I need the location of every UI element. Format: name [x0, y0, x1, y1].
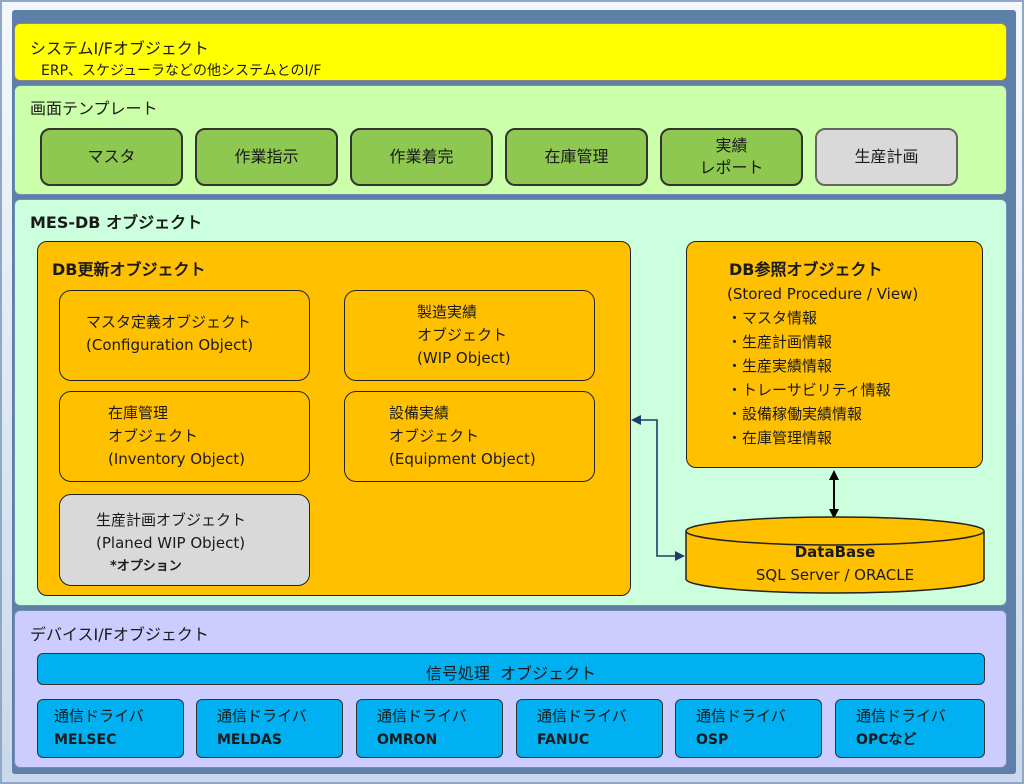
signal-processing-label: 信号処理 オブジェクト — [425, 664, 597, 683]
db-reference-subtitle: (Stored Procedure / View) — [727, 285, 919, 303]
template-button-production-plan[interactable]: 生産計画 — [815, 128, 958, 186]
driver-omron[interactable]: 通信ドライバ OMRON — [356, 699, 503, 758]
db-reference-item: ・在庫管理情報 — [727, 429, 833, 447]
driver-melsec[interactable]: 通信ドライバ MELSEC — [37, 699, 184, 758]
driver-meldas[interactable]: 通信ドライバ MELDAS — [196, 699, 343, 758]
db-reference-item: ・トレーサビリティ情報 — [727, 381, 891, 399]
template-button-work-complete[interactable]: 作業着完 — [350, 128, 493, 186]
database-cylinder — [685, 516, 985, 594]
driver-fanuc[interactable]: 通信ドライバ FANUC — [516, 699, 663, 758]
db-reference-content: DB参照オブジェクト (Stored Procedure / View) ・マス… — [727, 258, 918, 450]
db-reference-group: DB参照オブジェクト (Stored Procedure / View) ・マス… — [686, 241, 983, 468]
wip-object[interactable]: 製造実績 オブジェクト (WIP Object) — [344, 290, 595, 381]
system-if-title: システムI/Fオブジェクト — [30, 39, 209, 58]
mes-db-title: MES-DB オブジェクト — [30, 213, 203, 232]
template-button-report[interactable]: 実績 レポート — [660, 128, 803, 186]
db-reference-title: DB参照オブジェクト — [729, 260, 883, 279]
device-if-title: デバイスI/Fオブジェクト — [30, 625, 209, 644]
master-object[interactable]: マスタ定義オブジェクト (Configuration Object) — [59, 290, 310, 381]
db-update-title: DB更新オブジェクト — [52, 260, 206, 279]
db-reference-item: ・生産計画情報 — [727, 333, 833, 351]
db-reference-item: ・生産実績情報 — [727, 357, 833, 375]
option-note: *オプション — [110, 559, 182, 574]
inventory-object[interactable]: 在庫管理 オブジェクト (Inventory Object) — [59, 391, 310, 482]
driver-osp[interactable]: 通信ドライバ OSP — [675, 699, 822, 758]
template-button-inventory[interactable]: 在庫管理 — [505, 128, 648, 186]
equipment-object[interactable]: 設備実績 オブジェクト (Equipment Object) — [344, 391, 595, 482]
database-name: DataBase — [794, 543, 876, 561]
db-reference-item: ・設備稼働実績情報 — [727, 405, 863, 423]
template-button-work-order[interactable]: 作業指示 — [195, 128, 338, 186]
database-engines: SQL Server / ORACLE — [755, 566, 915, 584]
system-if-layer: システムI/Fオブジェクト ERP、スケジューラなどの他システムとのI/F — [14, 23, 1007, 81]
signal-processing-bar: 信号処理 オブジェクト — [37, 653, 985, 685]
template-button-master[interactable]: マスタ — [40, 128, 183, 186]
update-db-connector — [631, 415, 685, 561]
plan-object[interactable]: 生産計画オブジェクト (Planed WIP Object) *オプション — [59, 494, 310, 586]
system-if-subtitle: ERP、スケジューラなどの他システムとのI/F — [41, 63, 322, 79]
screen-template-title: 画面テンプレート — [30, 99, 158, 118]
db-reference-item: ・マスタ情報 — [727, 309, 818, 327]
driver-opc[interactable]: 通信ドライバ OPCなど — [835, 699, 985, 758]
